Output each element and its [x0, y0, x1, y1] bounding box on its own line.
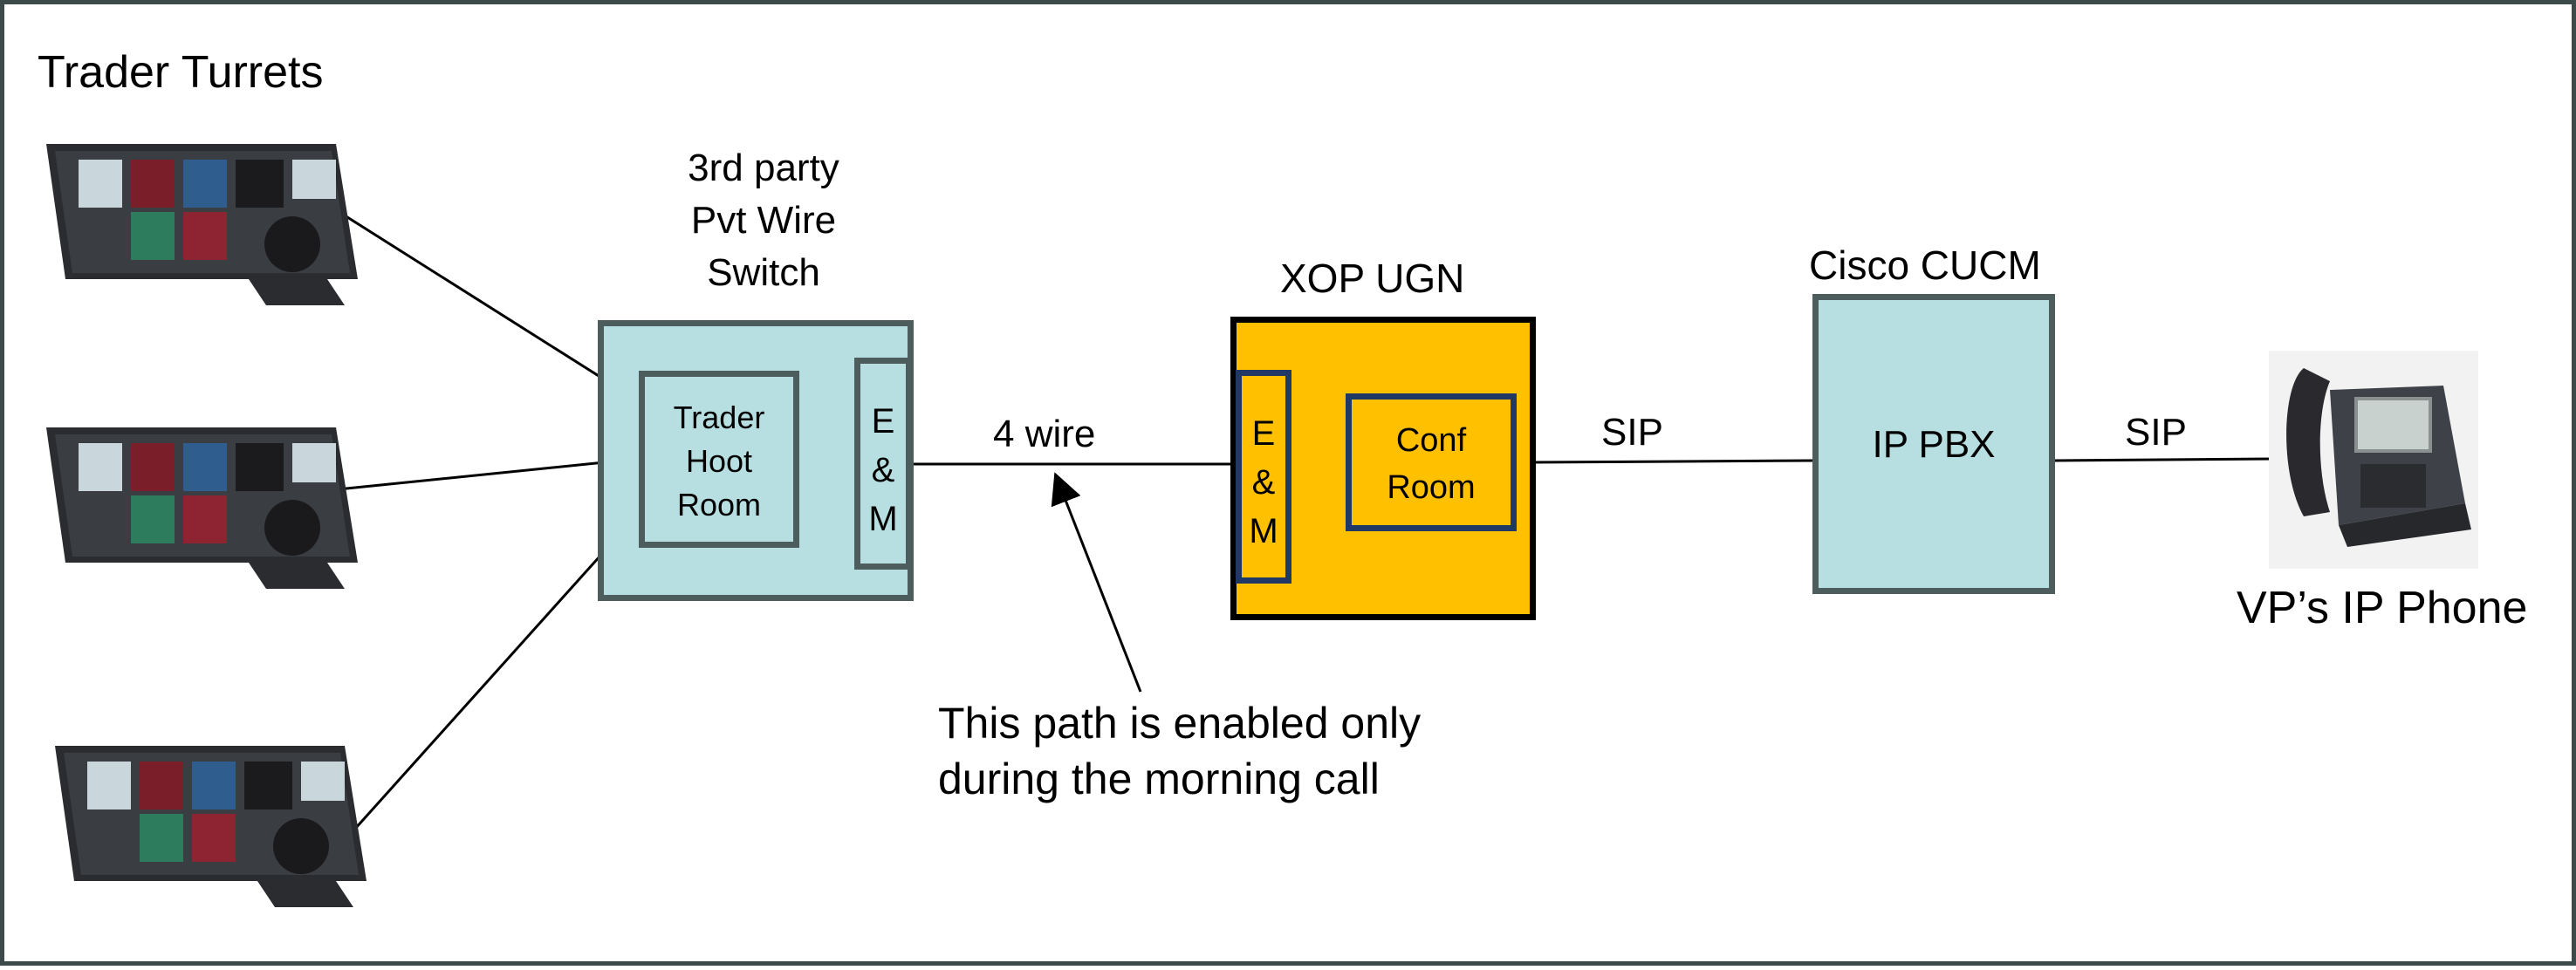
trader-hoot-room-line: Trader — [673, 400, 765, 435]
trader-hoot-room-line: Hoot — [685, 443, 753, 479]
switch-em-port-line: E — [871, 402, 895, 441]
xop-to-cucm-sip-line — [1531, 459, 1813, 464]
annotation-line: This path is enabled only — [938, 699, 1422, 748]
cisco-cucm-label: Cisco CUCM — [1809, 242, 2041, 288]
ip-phone-image — [2269, 351, 2478, 569]
ip-pbx-label: IP PBX — [1872, 423, 1996, 466]
annotation-line: during the morning call — [938, 755, 1380, 803]
trader-hoot-room-line: Room — [676, 487, 762, 523]
ip-pbx-box: IP PBX — [1812, 294, 2055, 594]
trader-turret-image-2 — [46, 427, 358, 589]
trader-turret-image-3 — [55, 746, 367, 907]
cucm-to-phone-sip-line — [2054, 457, 2274, 462]
conf-room-line: Room — [1387, 469, 1476, 506]
pvt-wire-switch-label-line: Pvt Wire — [690, 199, 837, 242]
trader-turret-image-1 — [46, 144, 358, 305]
turret3-to-switch-line — [353, 511, 641, 830]
annotation-text: This path is enabled only during the mor… — [938, 695, 1421, 807]
switch-em-port-line: M — [868, 500, 898, 538]
annotation-arrow — [1051, 472, 1142, 693]
sip-label-xop-cucm: SIP — [1601, 411, 1663, 454]
conf-room-box: Conf Room — [1346, 393, 1517, 531]
pvt-wire-switch-label: 3rd party Pvt Wire Switch — [633, 142, 894, 299]
pvt-wire-switch-label-line: Switch — [707, 251, 820, 294]
trader-hoot-room-box: Trader Hoot Room — [639, 371, 799, 548]
switch-em-port-line: & — [871, 451, 895, 489]
xop-ugn-label: XOP UGN — [1280, 256, 1465, 301]
xop-em-port-line: E — [1251, 414, 1276, 453]
pvt-wire-switch-label-line: 3rd party — [688, 147, 839, 189]
xop-em-port-line: & — [1251, 463, 1276, 502]
switch-em-port: E & M — [854, 358, 912, 570]
sip-label-cucm-phone: SIP — [2125, 411, 2187, 454]
vp-ip-phone-label: VP’s IP Phone — [2237, 583, 2528, 633]
xop-em-port-line: M — [1249, 512, 1278, 550]
turret2-to-switch-line — [337, 457, 640, 491]
four-wire-label: 4 wire — [993, 413, 1096, 455]
conf-room-line: Conf — [1395, 422, 1467, 459]
turret1-to-switch-line — [337, 209, 640, 403]
trader-turrets-title: Trader Turrets — [38, 47, 324, 98]
xop-em-port: E & M — [1236, 370, 1291, 584]
